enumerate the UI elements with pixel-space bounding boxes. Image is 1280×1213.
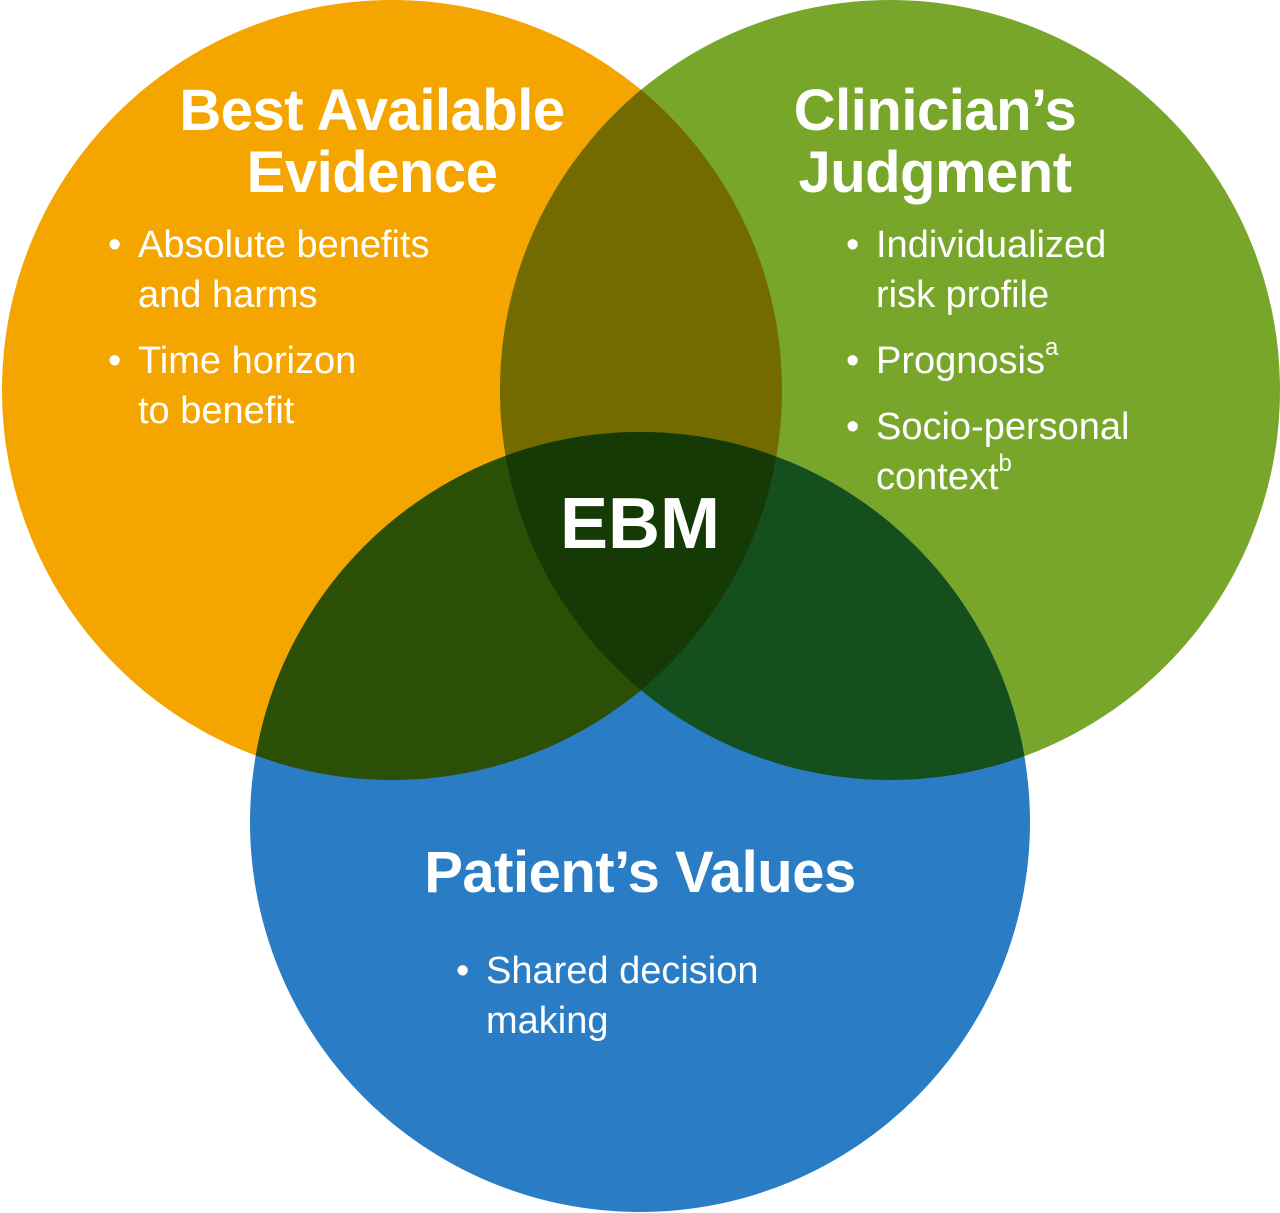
bullet-text-line1: Time horizon: [138, 340, 357, 382]
list-item: • Prognosisa: [842, 336, 1242, 386]
bullet-text-line1: Absolute benefits: [138, 224, 430, 266]
bullet-text: Prognosis: [876, 340, 1045, 382]
bullet-text-line2: and harms: [138, 274, 318, 316]
list-item: • Individualized risk profile: [842, 220, 1242, 320]
list-item: • Shared decision making: [452, 946, 872, 1046]
bullet-text-line2: risk profile: [876, 274, 1050, 316]
bullet-text-line2: making: [486, 1000, 609, 1042]
bullet-dot: •: [108, 224, 122, 266]
list-item: • Socio-personal contextb: [842, 402, 1242, 502]
list-item: • Absolute benefits and harms: [104, 220, 524, 320]
evidence-title-line2: Evidence: [246, 140, 498, 205]
bullet-text-line1: Individualized: [876, 224, 1107, 266]
bullet-dot: •: [108, 340, 122, 382]
judgment-title-line1: Clinician’s: [793, 78, 1077, 143]
judgment-title-line2: Judgment: [798, 140, 1072, 205]
footnote-marker-a: a: [1044, 334, 1059, 362]
bullet-text-line1: Prognosisa: [876, 336, 1242, 386]
judgment-bullet-list: • Individualized risk profile • Prognosi…: [842, 220, 1242, 518]
evidence-title: Best Available Evidence: [122, 80, 622, 204]
values-bullet-list: • Shared decision making: [452, 946, 872, 1062]
bullet-text-line1: Shared decision: [486, 950, 759, 992]
bullet-text-line2: to benefit: [138, 390, 295, 432]
list-item: • Time horizon to benefit: [104, 336, 524, 436]
bullet-text-line2: contextb: [876, 452, 1242, 502]
evidence-bullet-list: • Absolute benefits and harms • Time hor…: [104, 220, 524, 452]
bullet-dot: •: [456, 950, 470, 992]
evidence-values-overlap: [250, 432, 782, 780]
bullet-dot: •: [846, 224, 860, 266]
bullet-dot: •: [846, 406, 860, 448]
bullet-text: context: [876, 456, 999, 498]
values-title: Patient’s Values: [424, 840, 856, 905]
bullet-text-line1: Socio-personal: [876, 406, 1130, 448]
judgment-title: Clinician’s Judgment: [700, 80, 1170, 204]
evidence-title-line1: Best Available: [179, 78, 565, 143]
center-label: EBM: [560, 484, 720, 564]
bullet-dot: •: [846, 340, 860, 382]
footnote-marker-b: b: [998, 450, 1012, 478]
judgment-values-overlap: [500, 432, 1030, 780]
